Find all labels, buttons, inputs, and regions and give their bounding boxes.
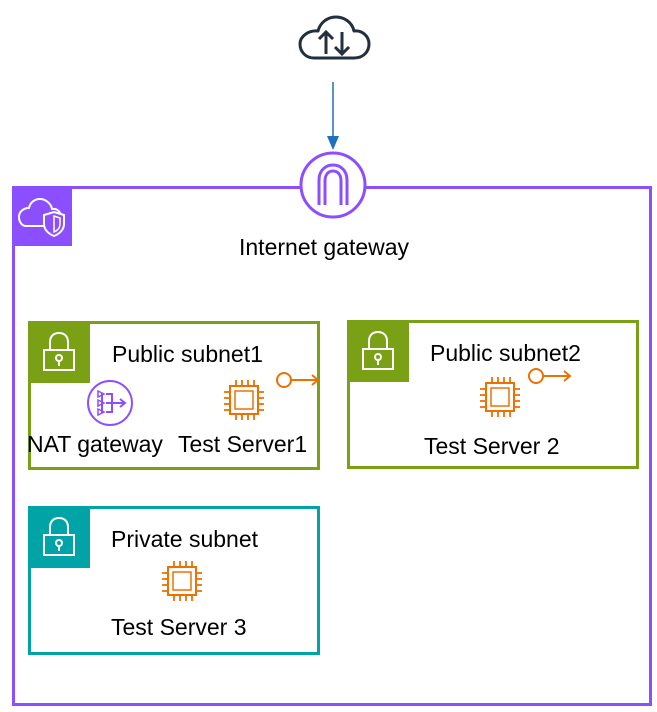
vpc-badge — [12, 186, 72, 246]
test-server2-label: Test Server 2 — [424, 433, 560, 459]
elastic-ip-icon — [276, 372, 320, 388]
internet-gateway-label: Internet gateway — [239, 234, 410, 260]
nat-gateway-label: NAT gateway — [27, 431, 163, 457]
ec2-instance-icon — [162, 561, 202, 601]
nat-gateway-icon — [87, 380, 133, 426]
public-subnet2-badge — [347, 320, 409, 382]
public-subnet1-badge — [28, 321, 90, 383]
private-subnet-box — [28, 506, 320, 655]
ec2-instance-icon — [224, 380, 264, 420]
ec2-instance-icon — [480, 377, 520, 417]
lock-icon — [362, 330, 394, 370]
cloud-shield-icon — [17, 197, 65, 238]
internet-to-gateway-arrow — [327, 82, 339, 150]
public-subnet2-label: Public subnet2 — [430, 340, 581, 366]
internet-gateway-icon — [299, 151, 367, 219]
public-subnet2-box — [347, 320, 639, 469]
elastic-ip-icon — [528, 368, 572, 384]
public-subnet1-label: Public subnet1 — [112, 341, 263, 367]
lock-icon — [43, 516, 75, 556]
public-subnet1-box — [28, 321, 320, 470]
test-server1-label: Test Server1 — [178, 431, 308, 457]
test-server3-label: Test Server 3 — [111, 614, 247, 640]
internet-cloud-icon — [298, 15, 371, 60]
private-subnet-badge — [28, 506, 90, 568]
private-subnet-label: Private subnet — [111, 526, 259, 552]
lock-icon — [43, 331, 75, 371]
